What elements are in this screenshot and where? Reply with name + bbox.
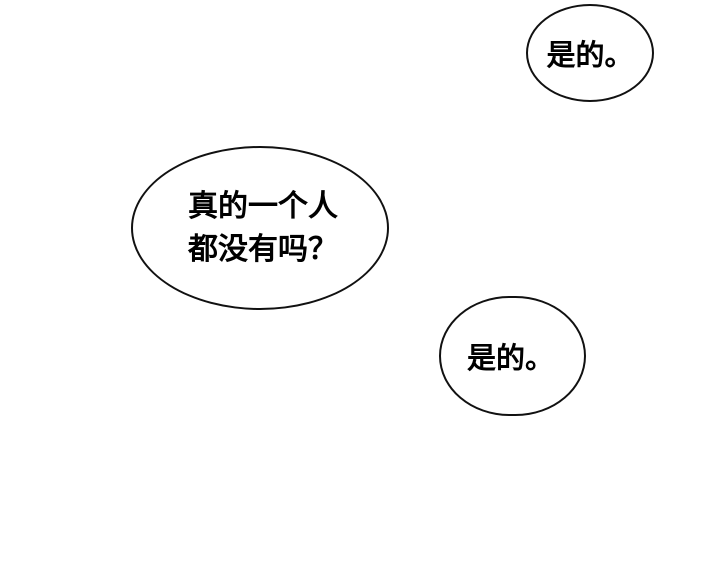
speech-bubble-top-right: 是的。 (526, 4, 654, 102)
bubble-line: 都没有吗？ (188, 232, 338, 267)
bubble-text: 真的一个人 都没有吗？ (182, 185, 338, 271)
bubble-text: 是的。 (466, 341, 554, 375)
bubble-text: 是的。 (546, 38, 634, 72)
bubble-line: 真的一个人 (188, 189, 338, 224)
speech-bubble-question: 真的一个人 都没有吗？ (131, 146, 389, 310)
speech-bubble-answer: 是的。 (439, 296, 586, 416)
